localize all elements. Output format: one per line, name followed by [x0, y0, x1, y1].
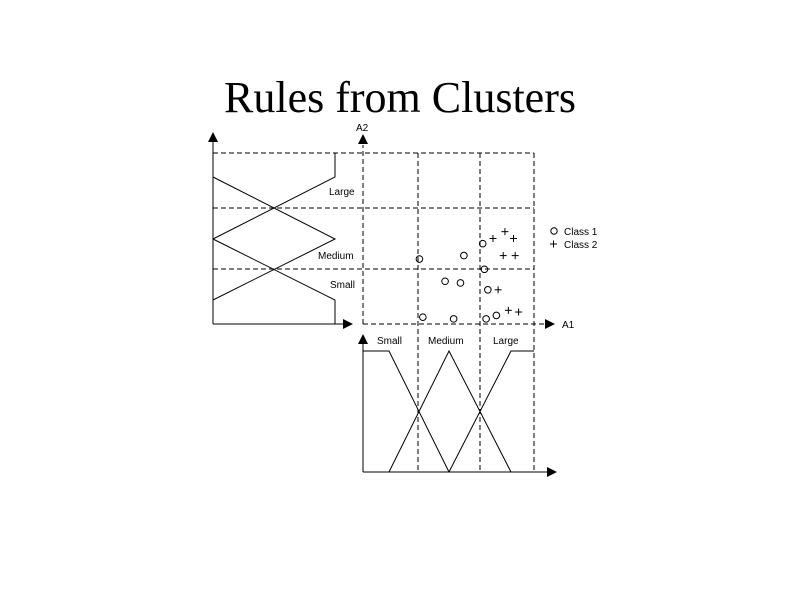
legend: Class 1 Class 2 — [550, 227, 598, 251]
a2-medium-label: Medium — [318, 251, 354, 262]
class2-point — [494, 286, 502, 294]
a2-axis-label: A2 — [356, 123, 369, 134]
class2-point — [489, 235, 497, 242]
class2-point — [511, 252, 519, 260]
a2-small-label: Small — [330, 280, 355, 291]
a1-membership-chart — [358, 334, 557, 477]
slide-title: Rules from Clusters — [224, 73, 576, 122]
class1-point — [456, 279, 465, 287]
class1-point — [478, 239, 487, 248]
class2-point — [501, 228, 509, 236]
class1-point — [492, 311, 501, 320]
a2-membership-chart — [208, 132, 353, 329]
class2-point — [509, 235, 517, 242]
class2-point — [504, 306, 512, 314]
a1-large-set — [448, 350, 534, 473]
class1-point — [415, 255, 424, 263]
class1-point — [482, 315, 490, 323]
partition-grid — [213, 145, 545, 472]
class1-point — [441, 277, 449, 286]
a1-axis-arrow — [545, 319, 555, 329]
a2-axis-arrow — [358, 134, 368, 144]
class1-point — [480, 265, 489, 274]
a2-small-set — [212, 238, 336, 324]
a2-large-label: Large — [329, 187, 355, 198]
class1-point — [419, 313, 427, 321]
scatter-points — [415, 228, 523, 323]
a2-large-set — [212, 153, 336, 240]
legend-class2-label: Class 2 — [564, 240, 598, 251]
a1-axis-label: A1 — [562, 320, 575, 331]
legend-plus-icon — [550, 240, 557, 248]
class1-point — [484, 286, 492, 294]
class2-point — [515, 308, 523, 316]
a1-large-label: Large — [493, 336, 519, 347]
a1-small-set — [363, 350, 450, 473]
class1-point — [449, 315, 458, 323]
a1-medium-label: Medium — [428, 336, 464, 347]
legend-class1-label: Class 1 — [564, 227, 598, 238]
a1-medium-set — [388, 349, 512, 473]
class1-point — [460, 251, 468, 260]
class2-point — [499, 252, 507, 260]
a1-small-label: Small — [377, 336, 402, 347]
a2-medium-set — [212, 176, 337, 301]
legend-circle-icon — [550, 227, 558, 235]
